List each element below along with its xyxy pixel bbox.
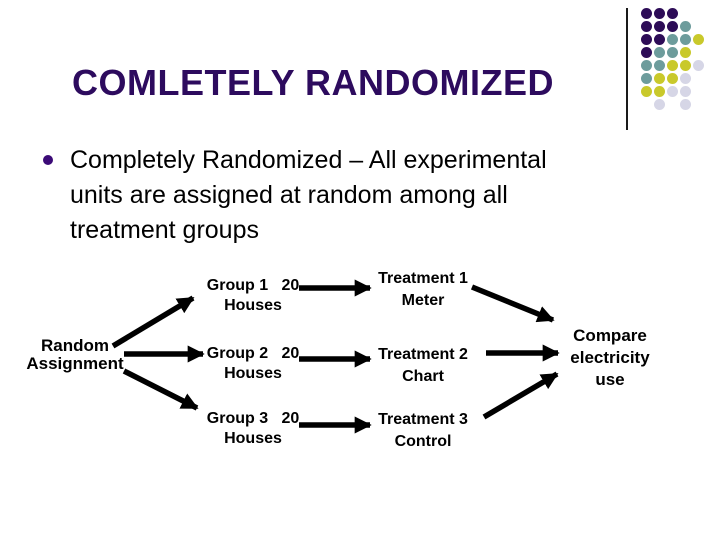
dot-decoration bbox=[667, 60, 678, 71]
node-label: Houses bbox=[224, 365, 282, 382]
dot-decoration bbox=[680, 21, 691, 32]
dot-decoration bbox=[641, 60, 652, 71]
dot-grid-decoration bbox=[641, 8, 713, 124]
node-label: Control bbox=[394, 433, 452, 450]
node-group-1: Group 1 20 Houses bbox=[196, 276, 310, 316]
bullet-paragraph: Completely Randomized – All experimental… bbox=[70, 143, 670, 248]
node-label: Chart bbox=[402, 368, 444, 385]
node-label: Group 2 20 bbox=[206, 345, 300, 362]
dot-decoration bbox=[654, 47, 665, 58]
node-label: Meter bbox=[401, 292, 445, 309]
arrow-treatment1-to-compare bbox=[470, 284, 555, 323]
dot-decoration bbox=[680, 47, 691, 58]
slide-title: COMLETELY RANDOMIZED bbox=[72, 62, 555, 103]
dot-decoration bbox=[641, 86, 652, 97]
bullet-icon bbox=[43, 155, 53, 165]
node-label: use bbox=[595, 370, 625, 389]
dot-decoration bbox=[667, 73, 678, 84]
node-group-3: Group 3 20 Houses bbox=[196, 409, 310, 449]
dot-decoration bbox=[667, 47, 678, 58]
node-label: Random bbox=[41, 336, 109, 355]
arrow-treatment3-to-compare bbox=[482, 371, 559, 420]
dot-decoration bbox=[680, 60, 691, 71]
dot-decoration bbox=[641, 47, 652, 58]
node-label: Assignment bbox=[26, 354, 124, 373]
dot-decoration bbox=[680, 99, 691, 110]
dot-decoration bbox=[654, 8, 665, 19]
dot-decoration bbox=[667, 86, 678, 97]
dot-decoration bbox=[654, 99, 665, 110]
dot-decoration bbox=[667, 21, 678, 32]
node-label: Houses bbox=[224, 430, 282, 447]
node-treatment-3: Treatment 3 Control bbox=[366, 409, 480, 453]
dot-decoration bbox=[641, 8, 652, 19]
dot-decoration bbox=[680, 86, 691, 97]
dot-decoration bbox=[641, 73, 652, 84]
node-label: Houses bbox=[224, 297, 282, 314]
dot-decoration bbox=[680, 34, 691, 45]
dot-decoration bbox=[654, 73, 665, 84]
node-random-assignment: Random Assignment bbox=[8, 337, 142, 373]
bullet-line: treatment groups bbox=[70, 216, 259, 244]
node-label: electricity bbox=[570, 348, 650, 367]
bullet-line: units are assigned at random among all bbox=[70, 181, 508, 209]
node-treatment-2: Treatment 2 Chart bbox=[366, 344, 480, 388]
dot-decoration bbox=[667, 34, 678, 45]
dot-decoration bbox=[641, 21, 652, 32]
dot-decoration bbox=[693, 34, 704, 45]
node-label: Treatment 3 bbox=[378, 411, 468, 428]
bullet-line: Completely Randomized – All experimental bbox=[70, 146, 547, 174]
dot-decoration bbox=[693, 60, 704, 71]
dot-decoration bbox=[667, 8, 678, 19]
arrow-random-to-group3 bbox=[122, 368, 199, 411]
node-label: Group 1 20 bbox=[206, 277, 300, 294]
dot-decoration bbox=[641, 34, 652, 45]
node-label: Treatment 1 bbox=[378, 270, 468, 287]
dot-decoration bbox=[654, 21, 665, 32]
dot-decoration bbox=[654, 60, 665, 71]
decorative-divider-line bbox=[626, 8, 628, 130]
node-compare-electricity-use: Compare electricity use bbox=[553, 325, 667, 391]
node-label: Treatment 2 bbox=[378, 346, 468, 363]
node-treatment-1: Treatment 1 Meter bbox=[366, 268, 480, 312]
node-group-2: Group 2 20 Houses bbox=[196, 344, 310, 384]
dot-decoration bbox=[680, 73, 691, 84]
dot-decoration bbox=[654, 86, 665, 97]
node-label: Group 3 20 bbox=[206, 410, 300, 427]
node-label: Compare bbox=[573, 326, 647, 345]
dot-decoration bbox=[654, 34, 665, 45]
